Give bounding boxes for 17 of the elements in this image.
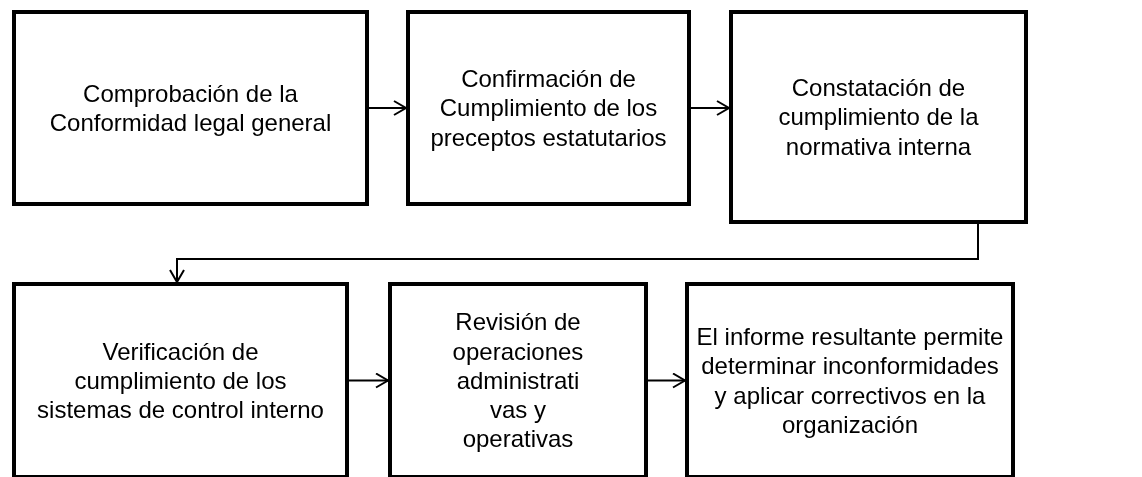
process-box: [12, 282, 349, 477]
process-box: [685, 282, 1015, 477]
process-box: [12, 10, 369, 206]
process-box: [406, 10, 691, 206]
arrow: [647, 372, 686, 389]
box-text: Confirmación de Cumplimiento de los preceptos estatutarios: [429, 64, 668, 152]
box-text: Constatación de cumplimiento de la normativa interna: [777, 73, 980, 161]
box-text: El informe resultante permite determinar inconformidades y aplicar correctivos en la organización: [695, 321, 1005, 440]
arrow: [169, 223, 979, 283]
arrow: [348, 372, 389, 389]
arrow: [690, 100, 730, 116]
process-box: [729, 10, 1028, 224]
box-text: Comprobación de la Conformidad legal general: [48, 78, 333, 138]
box-text: Verificación de cumplimiento de los sistemas de control interno: [36, 336, 325, 425]
box-text: Revisión de operaciones administrati vas y operativas: [451, 307, 585, 454]
process-box: [388, 282, 648, 477]
arrow: [368, 100, 407, 116]
